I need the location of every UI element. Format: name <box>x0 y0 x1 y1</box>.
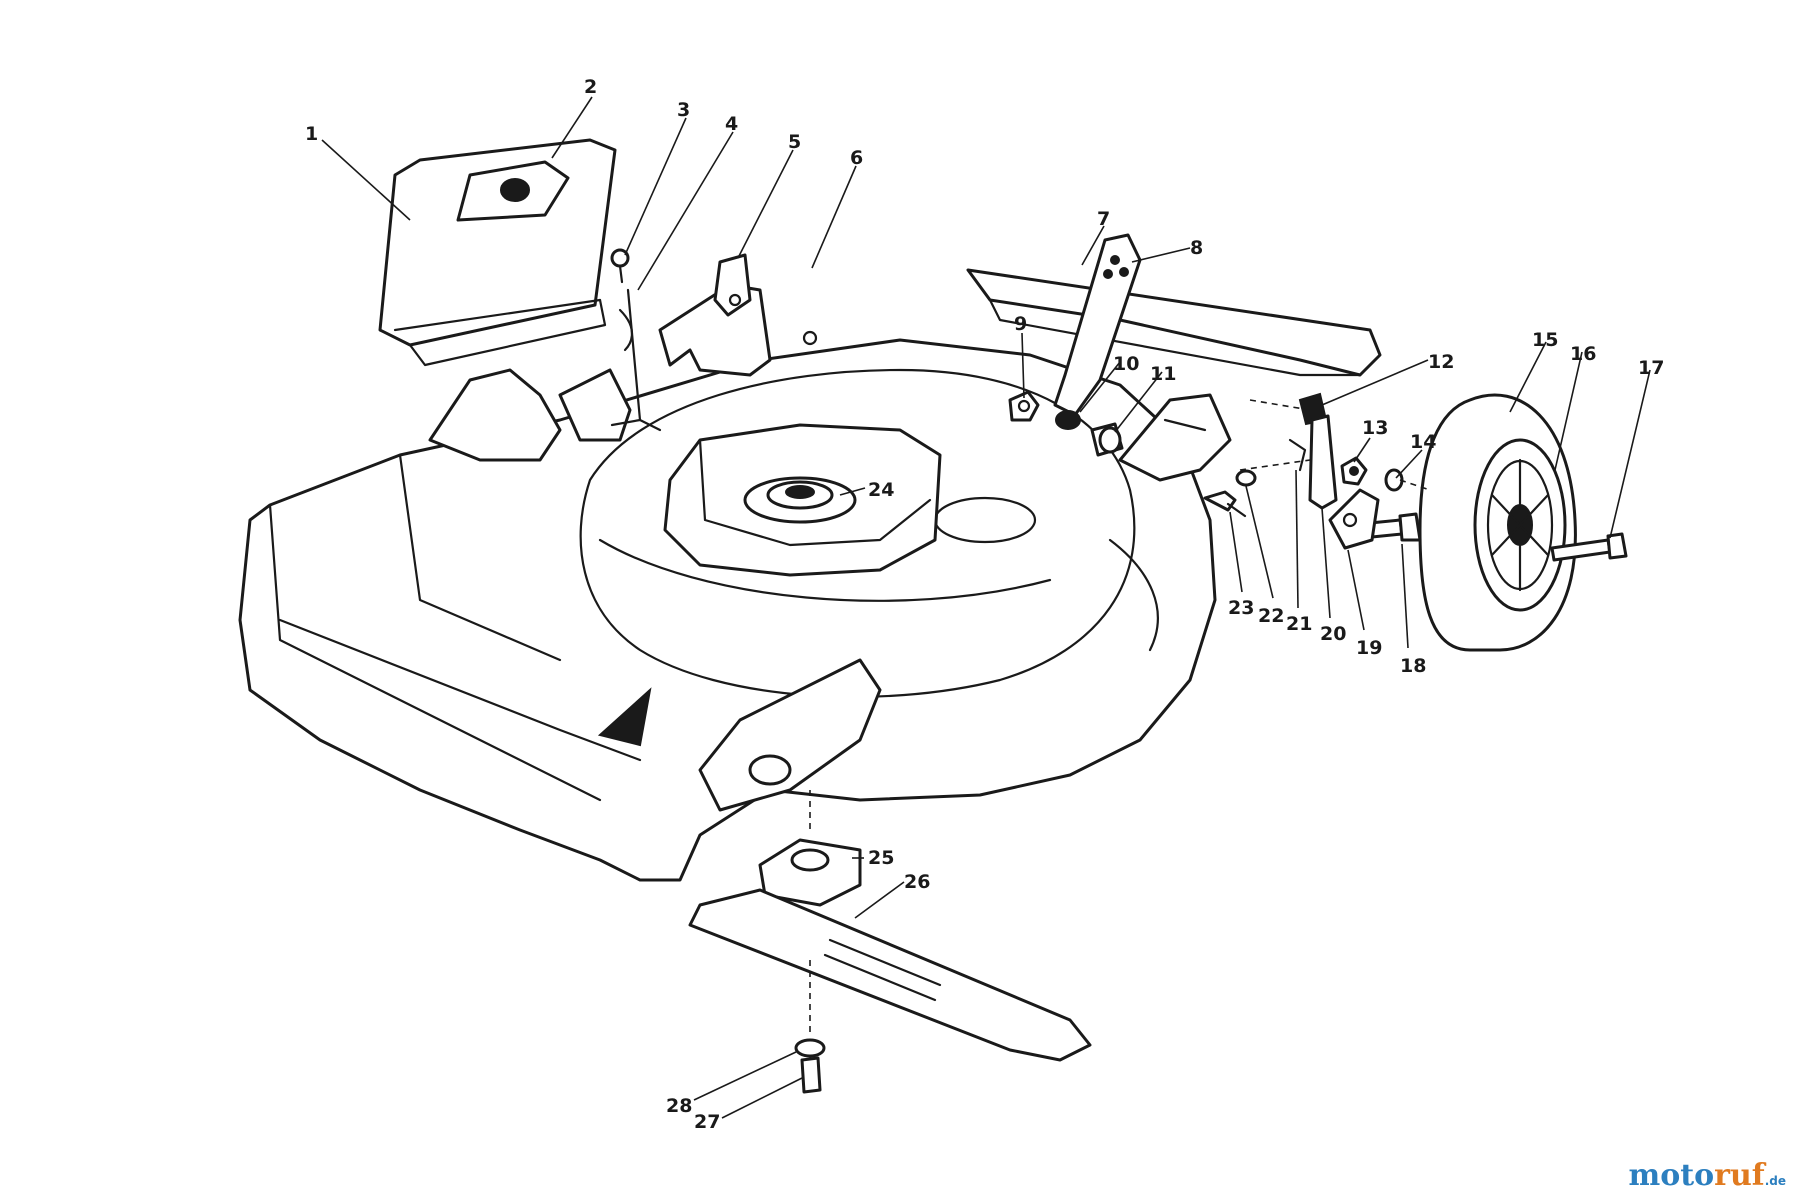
watermark-part1: moto <box>1628 1158 1715 1193</box>
callout-8: 8 <box>1190 237 1203 259</box>
part-7-baffle <box>966 268 1382 377</box>
watermark-part2: ruf <box>1714 1158 1765 1193</box>
callout-24: 24 <box>868 479 894 501</box>
part-28-washer <box>794 1038 826 1058</box>
callout-7: 7 <box>1097 208 1110 230</box>
part-5-bracket <box>713 253 752 317</box>
callout-5: 5 <box>788 131 801 153</box>
callout-17: 17 <box>1638 357 1664 379</box>
part-3-screw <box>610 248 630 284</box>
part-27-blade-bolt <box>800 1056 822 1094</box>
callout-16: 16 <box>1570 343 1596 365</box>
watermark-logo: motoruf.de <box>1629 1158 1786 1193</box>
callout-23: 23 <box>1228 597 1254 619</box>
part-13-nut <box>1340 456 1368 486</box>
callout-12: 12 <box>1428 351 1454 373</box>
callout-28: 28 <box>666 1095 692 1117</box>
part-10-spring <box>1055 410 1081 430</box>
callout-1: 1 <box>305 123 318 145</box>
part-21-spring-wire <box>1288 438 1307 472</box>
callout-2: 2 <box>584 76 597 98</box>
callout-27: 27 <box>694 1111 720 1133</box>
callout-18: 18 <box>1400 655 1426 677</box>
callout-11: 11 <box>1150 363 1176 385</box>
callout-21: 21 <box>1286 613 1312 635</box>
callout-10: 10 <box>1113 353 1139 375</box>
callout-26: 26 <box>904 871 930 893</box>
callout-19: 19 <box>1356 637 1382 659</box>
callout-3: 3 <box>677 99 690 121</box>
part-9-nut <box>1008 390 1040 422</box>
callout-9: 9 <box>1014 313 1027 335</box>
callout-25: 25 <box>868 847 894 869</box>
alignment-lines <box>809 399 1431 1035</box>
part-2-decal <box>456 160 570 222</box>
part-15-wheel <box>1418 393 1577 652</box>
part-4-hinge-rod <box>610 288 662 432</box>
part-20-adjust-plate <box>1308 414 1338 510</box>
mower-deck <box>238 283 1232 882</box>
callout-15: 15 <box>1532 329 1558 351</box>
callout-22: 22 <box>1258 605 1284 627</box>
callout-6: 6 <box>850 147 863 169</box>
callout-14: 14 <box>1410 431 1436 453</box>
part-22-washer <box>1235 469 1257 487</box>
part-8-height-lever <box>1053 233 1142 417</box>
part-19-axle-plate <box>1328 488 1380 550</box>
part-25-blade-adapter <box>758 838 862 907</box>
watermark-suffix: .de <box>1764 1174 1786 1188</box>
callout-20: 20 <box>1320 623 1346 645</box>
part-11-spacer <box>1090 422 1124 457</box>
callout-4: 4 <box>725 113 738 135</box>
callout-labels: 1 2 3 4 5 6 7 8 9 10 11 12 13 14 15 16 1… <box>305 76 1664 1133</box>
callout-13: 13 <box>1362 417 1388 439</box>
leader-lines <box>321 96 1651 1119</box>
part-26-blade <box>688 888 1092 1062</box>
part-23-screw <box>1203 490 1247 518</box>
part-17-wheel-bolt <box>1550 532 1628 562</box>
